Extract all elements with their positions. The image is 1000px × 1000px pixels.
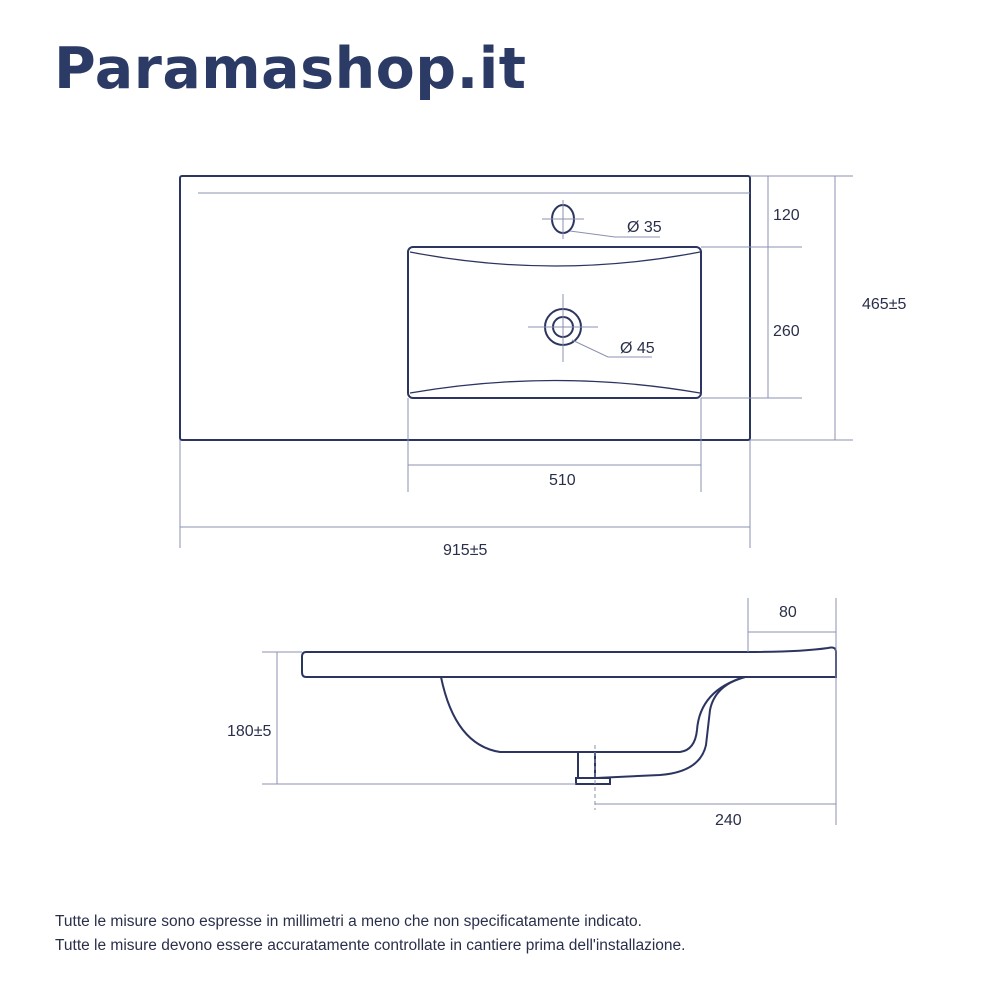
dim-180: 180±5 xyxy=(227,723,271,740)
dim-240: 240 xyxy=(715,812,742,829)
drain-flange xyxy=(575,777,611,785)
faucet-hole-icon xyxy=(542,200,660,239)
note-units: Tutte le misure sono espresse in millime… xyxy=(55,913,642,930)
drain-pipe xyxy=(577,751,596,779)
basin-inner-profile xyxy=(440,676,746,753)
countertop-outline xyxy=(179,175,751,441)
drain-hole-icon xyxy=(528,294,652,362)
basin-outer-profile xyxy=(595,676,746,779)
top-view: Ø 35 Ø 45 120 260 465±5 510 915±5 xyxy=(179,175,906,559)
dim-510: 510 xyxy=(549,472,576,489)
faucet-hole-dim: Ø 35 xyxy=(627,219,662,236)
dim-915: 915±5 xyxy=(443,542,487,559)
footnotes: Tutte le misure sono espresse in millime… xyxy=(55,910,685,958)
basin-outline xyxy=(407,246,702,399)
brand-logo: Paramashop.it xyxy=(54,36,527,102)
dim-80: 80 xyxy=(779,604,797,621)
dim-260: 260 xyxy=(773,323,800,340)
basin-top-curve xyxy=(409,251,701,267)
drain-hole-dim: Ø 45 xyxy=(620,340,655,357)
side-view: 180±5 80 240 xyxy=(227,598,837,829)
dim-465: 465±5 xyxy=(862,296,906,313)
dim-120: 120 xyxy=(773,207,800,224)
slab-outline xyxy=(301,646,837,678)
basin-bottom-curve xyxy=(409,379,701,394)
note-verify: Tutte le misure devono essere accuratame… xyxy=(55,937,686,954)
